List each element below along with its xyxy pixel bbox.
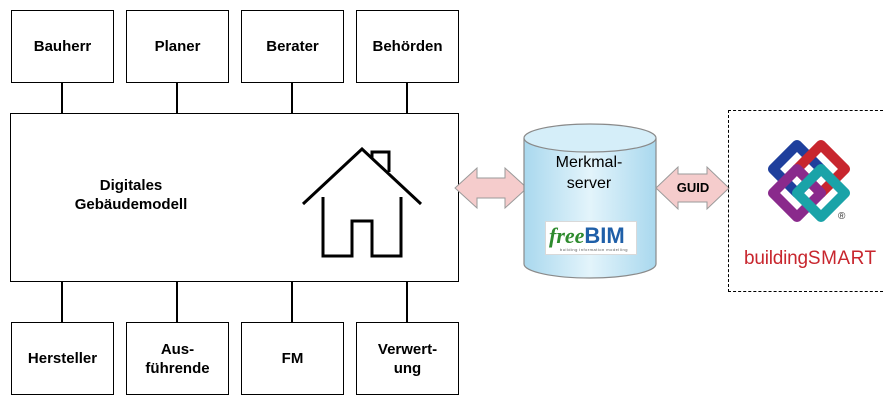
building-model-label: Digitales Gebäudemodell — [74, 177, 188, 213]
buildingsmart-logo-icon — [767, 139, 851, 223]
freebim-free-text: free — [549, 223, 585, 248]
guid-arrow — [655, 165, 730, 211]
house-icon — [301, 147, 423, 258]
guid-label: GUID — [676, 180, 710, 195]
freebim-bim-text: BIM — [584, 223, 625, 248]
stakeholder-box-behoerden: Behörden — [356, 10, 459, 83]
connector-line — [406, 282, 408, 322]
building-model-box: Digitales Gebäudemodell — [10, 113, 459, 282]
stakeholder-box-berater: Berater — [241, 10, 344, 83]
connector-line — [406, 83, 408, 113]
connector-line — [291, 282, 293, 322]
stakeholder-box-planer: Planer — [126, 10, 229, 83]
buildingsmart-frame — [728, 110, 883, 292]
stakeholder-box-bauherr: Bauherr — [11, 10, 114, 83]
bidirectional-arrow — [454, 166, 528, 210]
database-cylinder-top — [523, 123, 657, 153]
stakeholder-box-hersteller: Hersteller — [11, 322, 114, 395]
stakeholder-box-ausfuehrende: Aus- führende — [126, 322, 229, 395]
connector-line — [61, 282, 63, 322]
connector-line — [291, 83, 293, 113]
stakeholder-box-verwertung: Verwert- ung — [356, 322, 459, 395]
connector-line — [176, 83, 178, 113]
stakeholder-box-fm: FM — [241, 322, 344, 395]
registered-mark: ® — [838, 211, 846, 222]
buildingsmart-bold-text: SMART — [807, 248, 877, 269]
connector-line — [61, 83, 63, 113]
buildingsmart-light-text: building — [744, 248, 808, 269]
freebim-tagline: building information modelling — [560, 247, 628, 252]
database-label: Merkmal- server — [555, 154, 623, 192]
buildingsmart-wordmark: buildingSMART — [744, 248, 877, 270]
freebim-logo: freeBIM building information modelling — [545, 221, 637, 255]
connector-line — [176, 282, 178, 322]
